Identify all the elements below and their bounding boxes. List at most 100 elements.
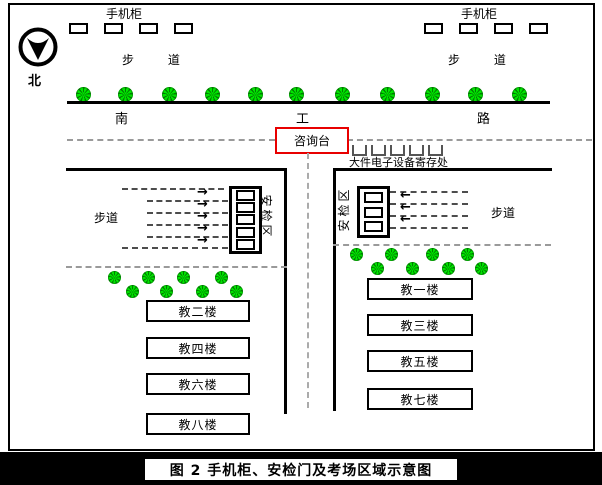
security-gate-icon [236,202,255,214]
tree-icon [160,285,173,298]
building-box: 教七楼 [367,388,473,410]
security-gate-box-left [229,186,262,254]
security-gate-icon [236,190,255,202]
lane-dash [147,236,228,238]
lane-dash [122,188,224,190]
tree-icon [468,87,483,102]
security-gate-icon [236,226,255,238]
lane-dash [147,224,228,226]
tree-icon [335,87,350,102]
lane-dash [390,191,468,193]
lane-dash [390,215,468,217]
tree-icon [162,87,177,102]
walkway-label-right-zone: 步道 [491,206,516,220]
phone-cabinet-icon [139,23,158,34]
security-gate-icon [236,238,255,250]
tree-icon [371,262,384,275]
outer-frame [8,3,595,451]
tree-icon [118,87,133,102]
left-block-top-edge [66,168,287,171]
lane-dash [147,200,228,202]
tree-icon [230,285,243,298]
tree-icon [215,271,228,284]
figure-caption: 图 2 手机柜、安检门及考场区域示意图 [145,459,457,480]
deposit-locker-icon [428,145,443,156]
tree-icon [475,262,488,275]
lane-dash [122,247,228,249]
building-box: 教三楼 [367,314,473,336]
building-box: 教二楼 [146,300,250,322]
left-block-right-edge [284,168,287,414]
deposit-label: 大件电子设备寄存处 [349,156,448,169]
phone-cabinet-icon [104,23,123,34]
tree-icon [350,248,363,261]
walkway-label-left-zone: 步道 [94,211,119,225]
right-block-left-edge [333,168,336,411]
tree-icon [126,285,139,298]
north-label: 北 [28,74,42,89]
tree-icon [248,87,263,102]
deposit-locker-icon [409,145,424,156]
road-name-char: 南 [115,112,129,127]
tree-icon [196,285,209,298]
deposit-locker-icon [371,145,386,156]
security-gate-icon [364,192,383,204]
building-box: 教五楼 [367,350,473,372]
phone-cabinet-icon [174,23,193,34]
tree-icon [142,271,155,284]
security-zone-label-right: 区 检 安 [337,189,351,232]
figure-caption-text: 图 2 手机柜、安检门及考场区域示意图 [169,462,433,479]
lane-dash [390,203,468,205]
corridor-dash [307,153,309,408]
building-box: 教八楼 [146,413,250,435]
tree-icon [380,87,395,102]
tree-icon [76,87,91,102]
tree-icon [108,271,121,284]
phone-cabinet-icon [529,23,548,34]
tree-icon [461,248,474,261]
road-line [67,101,550,104]
tree-icon [442,262,455,275]
right-block-top-edge [333,168,552,171]
phone-cabinet-label-right: 手机柜 [461,7,498,21]
building-box: 教四楼 [146,337,250,359]
building-box: 教一楼 [367,278,473,300]
phone-cabinet-icon [69,23,88,34]
boundary-dash [67,139,275,141]
flow-arrow-right-icon: → [197,209,208,224]
tree-icon [406,262,419,275]
tree-icon [512,87,527,102]
lane-dash [147,212,228,214]
zone-bottom-dash-left [66,266,287,268]
phone-cabinet-icon [424,23,443,34]
flow-arrow-right-icon: → [197,185,208,200]
info-desk-box: 咨询台 [275,127,349,154]
security-zone-label-left: 安 检 区 [259,194,273,237]
flow-arrow-right-icon: → [197,197,208,212]
phone-cabinet-icon [494,23,513,34]
tree-icon [289,87,304,102]
phone-cabinet-label-left: 手机柜 [106,7,143,21]
zone-bottom-dash-right [333,244,551,246]
flow-arrow-right-icon: → [197,221,208,236]
security-gate-icon [236,214,255,226]
tree-icon [425,87,440,102]
walkway-label-top-right: 步 道 [448,53,506,67]
flow-arrow-right-icon: → [197,233,208,248]
flow-arrow-left-icon: ← [400,200,411,215]
boundary-dash [347,139,592,141]
security-gate-icon [364,220,383,232]
deposit-locker-icon [352,145,367,156]
info-desk-label: 咨询台 [293,134,330,148]
tree-icon [385,248,398,261]
flow-arrow-left-icon: ← [400,188,411,203]
road-name-char: 路 [477,112,491,127]
deposit-locker-icon [390,145,405,156]
tree-icon [205,87,220,102]
walkway-label-top-left: 步 道 [122,53,180,67]
phone-cabinet-icon [459,23,478,34]
security-gate-icon [364,206,383,218]
lane-dash [390,227,468,229]
flow-arrow-left-icon: ← [400,212,411,227]
